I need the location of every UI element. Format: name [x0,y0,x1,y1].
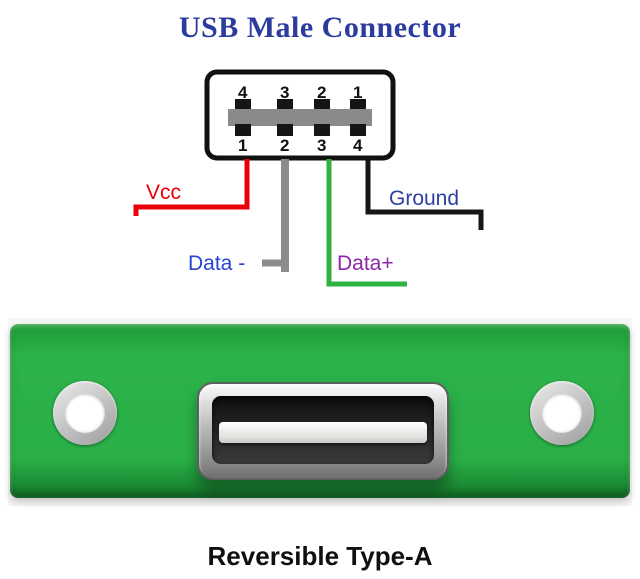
ground-wire [365,159,484,230]
pin-number: 1 [353,83,362,102]
vcc-label: Vcc [146,181,181,204]
data-minus-label: Data - [188,252,245,275]
connector-tongue-bar [228,109,372,126]
pin-number: 4 [353,136,363,155]
usb-port-opening [212,396,434,464]
mounting-hole-right [530,381,594,445]
pin [314,99,330,111]
ground-label: Ground [389,187,459,210]
pcb-photo [8,318,632,506]
mounting-hole-bore [65,393,105,433]
pin [350,124,366,136]
photo-caption: Reversible Type-A [207,541,433,571]
pin [235,99,251,111]
usb-pinout-diagram: 4 3 2 1 1 2 3 4 Vcc Dat [133,69,484,287]
pin-number: 1 [238,136,247,155]
pin [277,124,293,136]
pin [314,124,330,136]
data-plus-label: Data+ [337,252,394,275]
pin-number: 2 [317,83,326,102]
pin-number: 3 [280,83,289,102]
pin [235,124,251,136]
mounting-hole-left [53,381,117,445]
pin [277,99,293,111]
connector-pins [228,99,372,136]
bottom-pin-numbers: 1 2 3 4 [238,136,363,155]
pin-number: 2 [280,136,289,155]
pin [350,99,366,111]
mounting-hole-bore [542,393,582,433]
vcc-wire [133,159,250,216]
page-title: USB Male Connector [178,11,462,44]
pcb-board [10,324,630,498]
pin-number: 3 [317,136,326,155]
usb-port-tongue [219,421,427,443]
pin-number: 4 [238,83,248,102]
top-pin-numbers: 4 3 2 1 [238,83,362,102]
data-plus-wire [326,159,407,287]
usb-port-shell [197,382,449,480]
